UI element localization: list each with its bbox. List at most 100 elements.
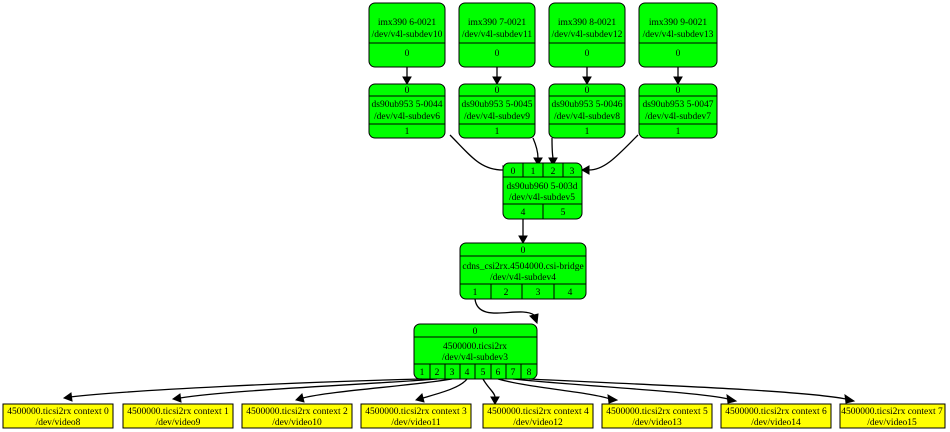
edge-rx-to-context-7 xyxy=(528,378,856,404)
video-box xyxy=(241,403,353,429)
device-path: /dev/video9 xyxy=(156,418,201,428)
device-path: /dev/v4l-subdev6 xyxy=(374,112,440,122)
edge-sensor-to-serializer-7 xyxy=(492,67,502,86)
source-pad: 7 xyxy=(511,368,516,378)
edge-rx-to-context-0 xyxy=(62,378,423,402)
entity-name: cdns_csi2rx.4504000.csi-bridge xyxy=(462,262,583,272)
device-path: /dev/video10 xyxy=(272,418,322,428)
source-pad: 6 xyxy=(496,368,501,378)
entity-name: imx390 9-0021 xyxy=(649,18,708,28)
video-node-context-4[interactable]: 4500000.ticsi2rx context 4 /dev/video12 xyxy=(482,403,594,429)
video-box xyxy=(720,403,832,429)
serializer-node-5-0046[interactable]: 0 ds90ub953 5-0046 /dev/v4l-subdev8 1 xyxy=(548,83,626,139)
video-node-context-7[interactable]: 4500000.ticsi2rx context 7 /dev/video15 xyxy=(839,403,946,429)
edge-deserializer-to-bridge xyxy=(518,219,528,245)
device-path: /dev/v4l-subdev9 xyxy=(464,112,530,122)
device-path: /dev/v4l-subdev3 xyxy=(442,353,508,363)
sink-pad: 0 xyxy=(585,86,590,96)
source-pad: 2 xyxy=(435,368,440,378)
video-node-context-2[interactable]: 4500000.ticsi2rx context 2 /dev/video10 xyxy=(241,403,353,429)
source-pad: 0 xyxy=(405,49,410,59)
edge-sensor-to-serializer-9 xyxy=(673,67,683,86)
device-path: /dev/video15 xyxy=(867,418,917,428)
source-pad: 8 xyxy=(527,368,532,378)
entity-name: imx390 7-0021 xyxy=(468,18,527,28)
source-pad: 1 xyxy=(405,127,410,137)
sink-pad: 0 xyxy=(473,327,478,337)
sink-pad: 0 xyxy=(676,86,681,96)
edge-serializer-0044-to-deserializer xyxy=(449,134,512,175)
device-path: /dev/video14 xyxy=(751,418,801,428)
source-pad: 0 xyxy=(676,49,681,59)
source-pad: 1 xyxy=(473,288,478,298)
video-box xyxy=(2,403,114,429)
source-pad: 1 xyxy=(420,368,425,378)
device-path: /dev/video13 xyxy=(632,418,682,428)
serializer-node-5-0045[interactable]: 0 ds90ub953 5-0045 /dev/v4l-subdev9 1 xyxy=(458,83,536,139)
deserializer-node[interactable]: 0 1 2 3 ds90ub960 5-003d /dev/v4l-subdev… xyxy=(502,162,583,220)
source-pad: 1 xyxy=(676,127,681,137)
csi-bridge-node[interactable]: 0 cdns_csi2rx.4504000.csi-bridge /dev/v4… xyxy=(459,242,587,300)
video-node-context-0[interactable]: 4500000.ticsi2rx context 0 /dev/video8 xyxy=(2,403,114,429)
sink-pad: 3 xyxy=(570,167,575,177)
entity-name: ds90ub953 5-0046 xyxy=(552,100,623,110)
entity-name: 4500000.ticsi2rx context 6 xyxy=(725,407,827,417)
source-pad: 4 xyxy=(521,208,526,218)
sink-pad: 2 xyxy=(551,167,556,177)
entity-name: 4500000.ticsi2rx context 1 xyxy=(127,407,229,417)
edge-serializer-0046-to-deserializer xyxy=(548,137,558,167)
sink-pad: 0 xyxy=(495,86,500,96)
edge-rx-to-context-4 xyxy=(482,378,500,406)
source-pad: 1 xyxy=(495,127,500,137)
source-pad: 0 xyxy=(495,49,500,59)
device-path: /dev/v4l-subdev7 xyxy=(645,112,711,122)
source-pad: 4 xyxy=(465,368,470,378)
device-path: /dev/v4l-subdev10 xyxy=(372,30,443,40)
video-node-context-3[interactable]: 4500000.ticsi2rx context 3 /dev/video11 xyxy=(360,403,472,429)
sink-pad: 0 xyxy=(521,246,526,256)
device-path: /dev/v4l-subdev4 xyxy=(490,273,556,283)
sensor-node-imx390-9[interactable]: imx390 9-0021 /dev/v4l-subdev13 0 xyxy=(638,2,718,68)
entity-name: 4500000.ticsi2rx context 7 xyxy=(841,407,943,417)
source-pad: 0 xyxy=(585,49,590,59)
sensor-node-imx390-6[interactable]: imx390 6-0021 /dev/v4l-subdev10 0 xyxy=(368,2,446,68)
edge-rx-to-context-3 xyxy=(415,378,468,403)
edge-sensor-to-serializer-8 xyxy=(582,67,592,86)
edge-serializer-0047-to-deserializer xyxy=(580,134,639,175)
entity-name: 4500000.ticsi2rx context 2 xyxy=(246,407,348,417)
entity-name: imx390 8-0021 xyxy=(558,18,617,28)
source-pad: 1 xyxy=(585,127,590,137)
sink-pad: 1 xyxy=(531,167,536,177)
entity-name: 4500000.ticsi2rx context 3 xyxy=(365,407,467,417)
device-path: /dev/video11 xyxy=(391,418,440,428)
edge-bridge-to-rx xyxy=(474,298,539,325)
source-pad: 4 xyxy=(568,288,573,298)
video-box xyxy=(839,403,946,429)
edge-serializer-0045-to-deserializer xyxy=(532,137,543,167)
source-pad: 5 xyxy=(561,208,566,218)
entity-name: imx390 6-0021 xyxy=(378,18,437,28)
sink-pad: 0 xyxy=(405,86,410,96)
ticsi2rx-node[interactable]: 0 4500000.ticsi2rx /dev/v4l-subdev3 1 2 … xyxy=(413,323,538,380)
edge-sensor-to-serializer-6 xyxy=(402,67,412,86)
source-pad: 3 xyxy=(450,368,455,378)
device-path: /dev/video8 xyxy=(36,418,81,428)
entity-name: ds90ub953 5-0045 xyxy=(462,100,533,110)
video-node-context-6[interactable]: 4500000.ticsi2rx context 6 /dev/video14 xyxy=(720,403,832,429)
source-pad: 2 xyxy=(504,288,509,298)
device-path: /dev/v4l-subdev12 xyxy=(552,30,623,40)
sensor-node-imx390-8[interactable]: imx390 8-0021 /dev/v4l-subdev12 0 xyxy=(548,2,626,68)
entity-name: 4500000.ticsi2rx context 5 xyxy=(606,407,708,417)
edge-rx-to-context-2 xyxy=(295,378,453,403)
sensor-node-imx390-7[interactable]: imx390 7-0021 /dev/v4l-subdev11 0 xyxy=(458,2,536,68)
sink-pad: 0 xyxy=(511,167,516,177)
serializer-node-5-0044[interactable]: 0 ds90ub953 5-0044 /dev/v4l-subdev6 1 xyxy=(368,83,446,139)
video-box xyxy=(601,403,713,429)
edge-rx-to-context-5 xyxy=(497,378,619,404)
device-path: /dev/v4l-subdev13 xyxy=(643,30,714,40)
video-node-context-5[interactable]: 4500000.ticsi2rx context 5 /dev/video13 xyxy=(601,403,713,429)
serializer-node-5-0047[interactable]: 0 ds90ub953 5-0047 /dev/v4l-subdev7 1 xyxy=(638,83,718,139)
source-pad: 3 xyxy=(536,288,541,298)
video-node-context-1[interactable]: 4500000.ticsi2rx context 1 /dev/video9 xyxy=(122,403,234,429)
